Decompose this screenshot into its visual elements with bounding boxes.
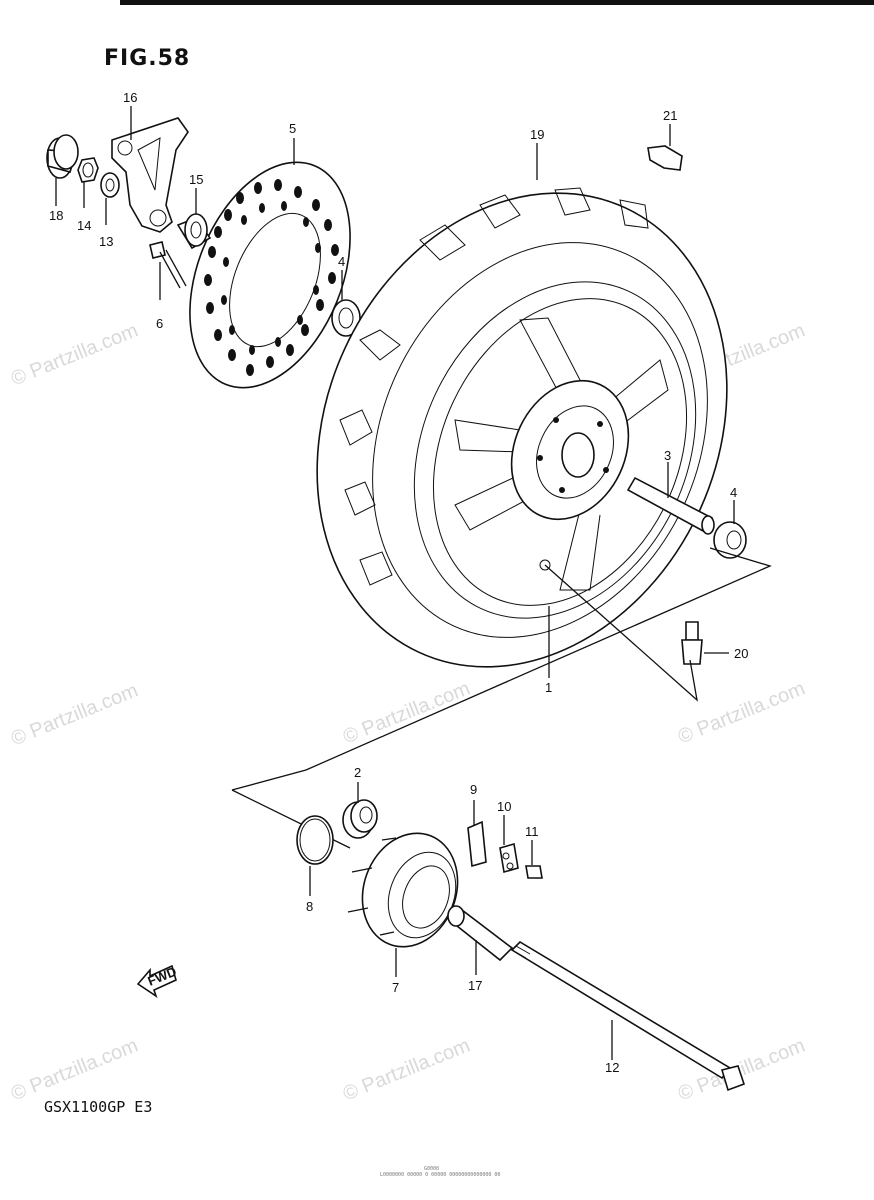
callout-2: 2: [354, 765, 361, 780]
callout-12: 12: [605, 1060, 619, 1075]
bolt-11: [525, 865, 543, 879]
callout-4-left: 4: [338, 254, 345, 269]
top-border: [120, 0, 874, 5]
callout-16: 16: [123, 90, 137, 105]
bearing-4-left: [331, 299, 361, 337]
o-ring-8: [296, 815, 334, 865]
callout-20: 20: [734, 646, 748, 661]
callout-14: 14: [77, 218, 91, 233]
callout-5: 5: [289, 121, 296, 136]
callout-1: 1: [545, 680, 552, 695]
forward-arrow-icon: FWD: [136, 964, 179, 998]
callout-19: 19: [530, 127, 544, 142]
axle-sleeve-3: [626, 476, 715, 535]
callout-leaders: [55, 106, 735, 1060]
washer-13: [100, 172, 120, 198]
callout-6: 6: [156, 316, 163, 331]
rear-wheel: [316, 187, 728, 668]
callout-10: 10: [497, 799, 511, 814]
callout-13: 13: [99, 234, 113, 249]
callout-17: 17: [468, 978, 482, 993]
bearing-2: [342, 799, 378, 839]
callout-11: 11: [525, 824, 539, 839]
callout-3: 3: [664, 448, 671, 463]
callout-8: 8: [306, 899, 313, 914]
spacer-17: [447, 905, 514, 962]
callout-18: 18: [49, 208, 63, 223]
collar-15: [176, 213, 212, 250]
caliper-bracket: [111, 117, 189, 233]
bolt-6: [149, 241, 187, 289]
brake-disc: [189, 161, 351, 389]
spacer-18: [46, 134, 79, 179]
callout-21: 21: [663, 108, 677, 123]
callout-labels: 1 2 3 4 4 5 6 7 8 9 10 11 12 13 14 15 16…: [49, 90, 748, 1075]
bearing-4-right: [713, 521, 747, 559]
figure-title: FIG.58: [104, 46, 191, 71]
plate-10: [499, 842, 519, 874]
callout-4-right: 4: [730, 485, 737, 500]
sprocket-hub-7: [347, 832, 459, 948]
valve-20: [681, 621, 703, 665]
footer-code: G0000: [424, 1166, 440, 1172]
callout-15: 15: [189, 172, 203, 187]
footer-note: L0000000 00000 0 00000 00000000000000 00: [380, 1172, 501, 1178]
damper-9: [467, 820, 487, 868]
assembly-line: [231, 547, 772, 791]
callout-7: 7: [392, 980, 399, 995]
axle-12: [510, 940, 746, 1092]
nut-14: [77, 157, 99, 183]
model-code: GSX1100GP E3: [44, 1098, 153, 1116]
callout-9: 9: [470, 782, 477, 797]
clip-21: [647, 145, 683, 171]
assembly-line: [544, 564, 698, 702]
